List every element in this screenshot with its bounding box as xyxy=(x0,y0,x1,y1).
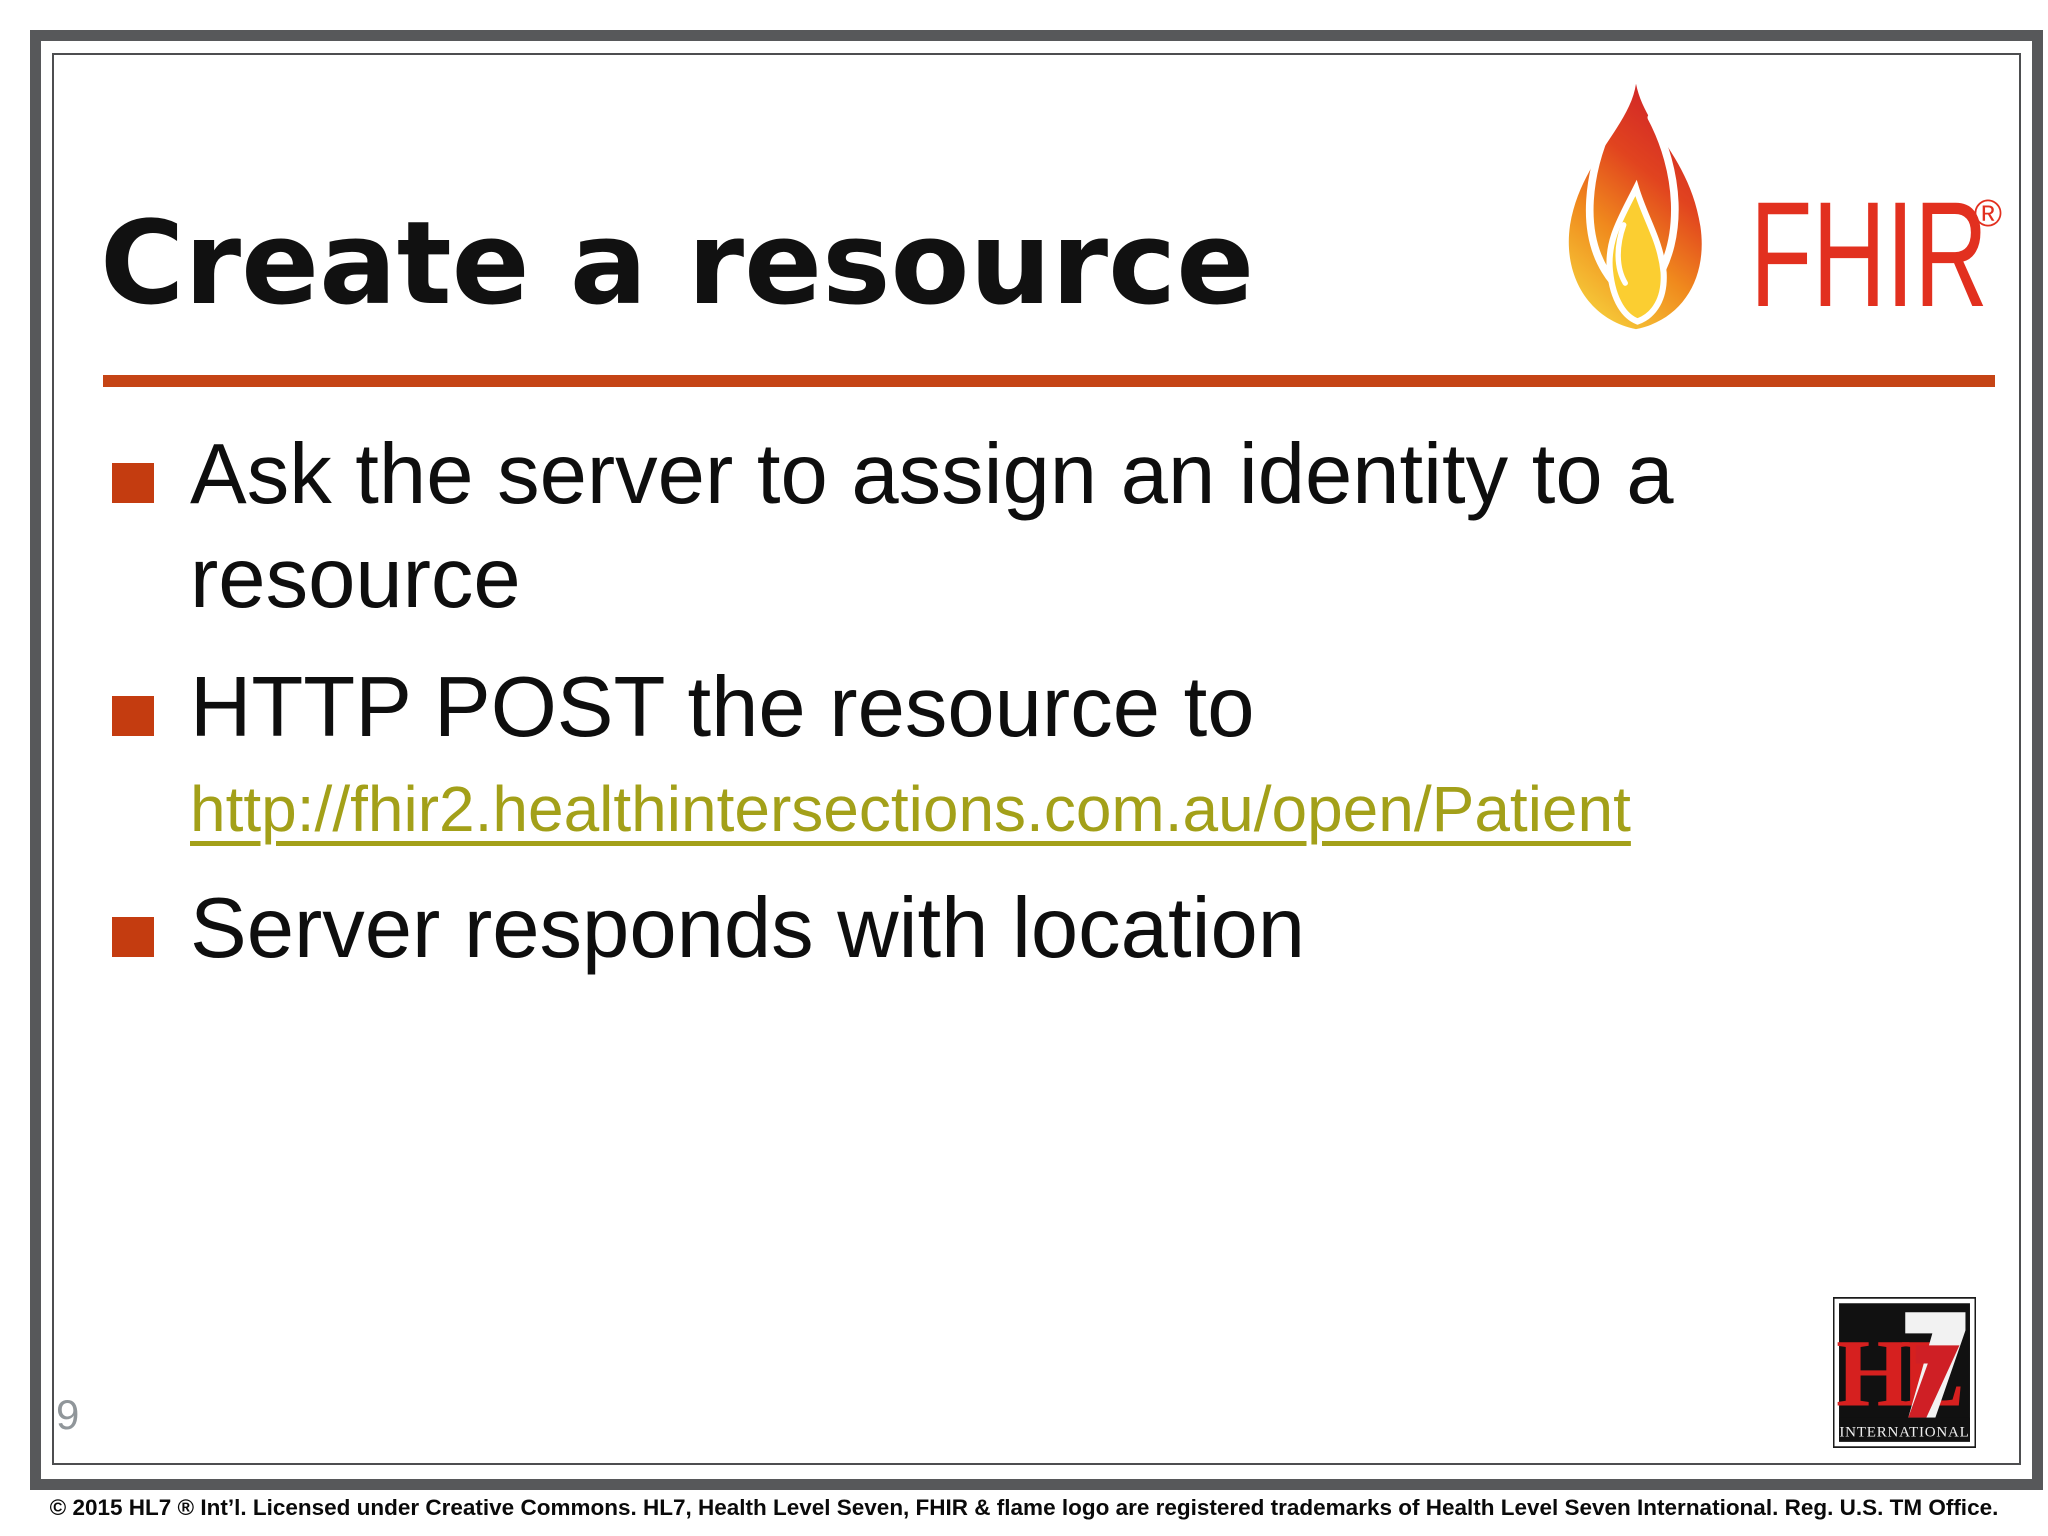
bullet-2-text: HTTP POST the resource to http://fhir2.h… xyxy=(190,656,1631,852)
title-accent-rule xyxy=(103,375,1995,387)
fhir-registered-mark: ® xyxy=(1974,193,2002,235)
bullet-1-text: Ask the server to assign an identity to … xyxy=(190,423,1674,631)
resource-url-link[interactable]: http://fhir2.healthintersections.com.au/… xyxy=(190,773,1631,845)
page-number: 9 xyxy=(56,1391,80,1438)
copyright-footer: © 2015 HL7 ® Int’l. Licensed under Creat… xyxy=(49,1495,1999,1520)
slide-canvas: Create a resource FHIR ® xyxy=(52,53,2021,1465)
bullet-item-2: HTTP POST the resource to http://fhir2.h… xyxy=(112,656,1942,852)
bullet-1-line-1: Ask the server to assign an identity to … xyxy=(190,427,1674,522)
bullet-3-line-1: Server responds with location xyxy=(190,881,1306,976)
hl7-caption: INTERNATIONAL xyxy=(1839,1424,1969,1440)
hl7-international-logo: HL INTERNATIONAL xyxy=(1833,1297,1976,1448)
bullet-marker xyxy=(112,463,154,503)
fhir-flame-icon xyxy=(1568,83,1702,330)
bullet-2-line-1: HTTP POST the resource to xyxy=(190,660,1255,755)
bullet-1-line-2: resource xyxy=(190,531,521,626)
slide-frame: Create a resource FHIR ® xyxy=(30,30,2043,1490)
bullet-item-1: Ask the server to assign an identity to … xyxy=(112,423,1942,631)
slide-title: Create a resource xyxy=(100,197,1255,332)
bullet-item-3: Server responds with location xyxy=(112,877,1942,981)
bullet-list: Ask the server to assign an identity to … xyxy=(112,423,1942,1006)
fhir-wordmark: FHIR xyxy=(1750,170,1988,338)
bullet-marker xyxy=(112,696,154,736)
bullet-3-text: Server responds with location xyxy=(190,877,1305,981)
bullet-marker xyxy=(112,917,154,957)
